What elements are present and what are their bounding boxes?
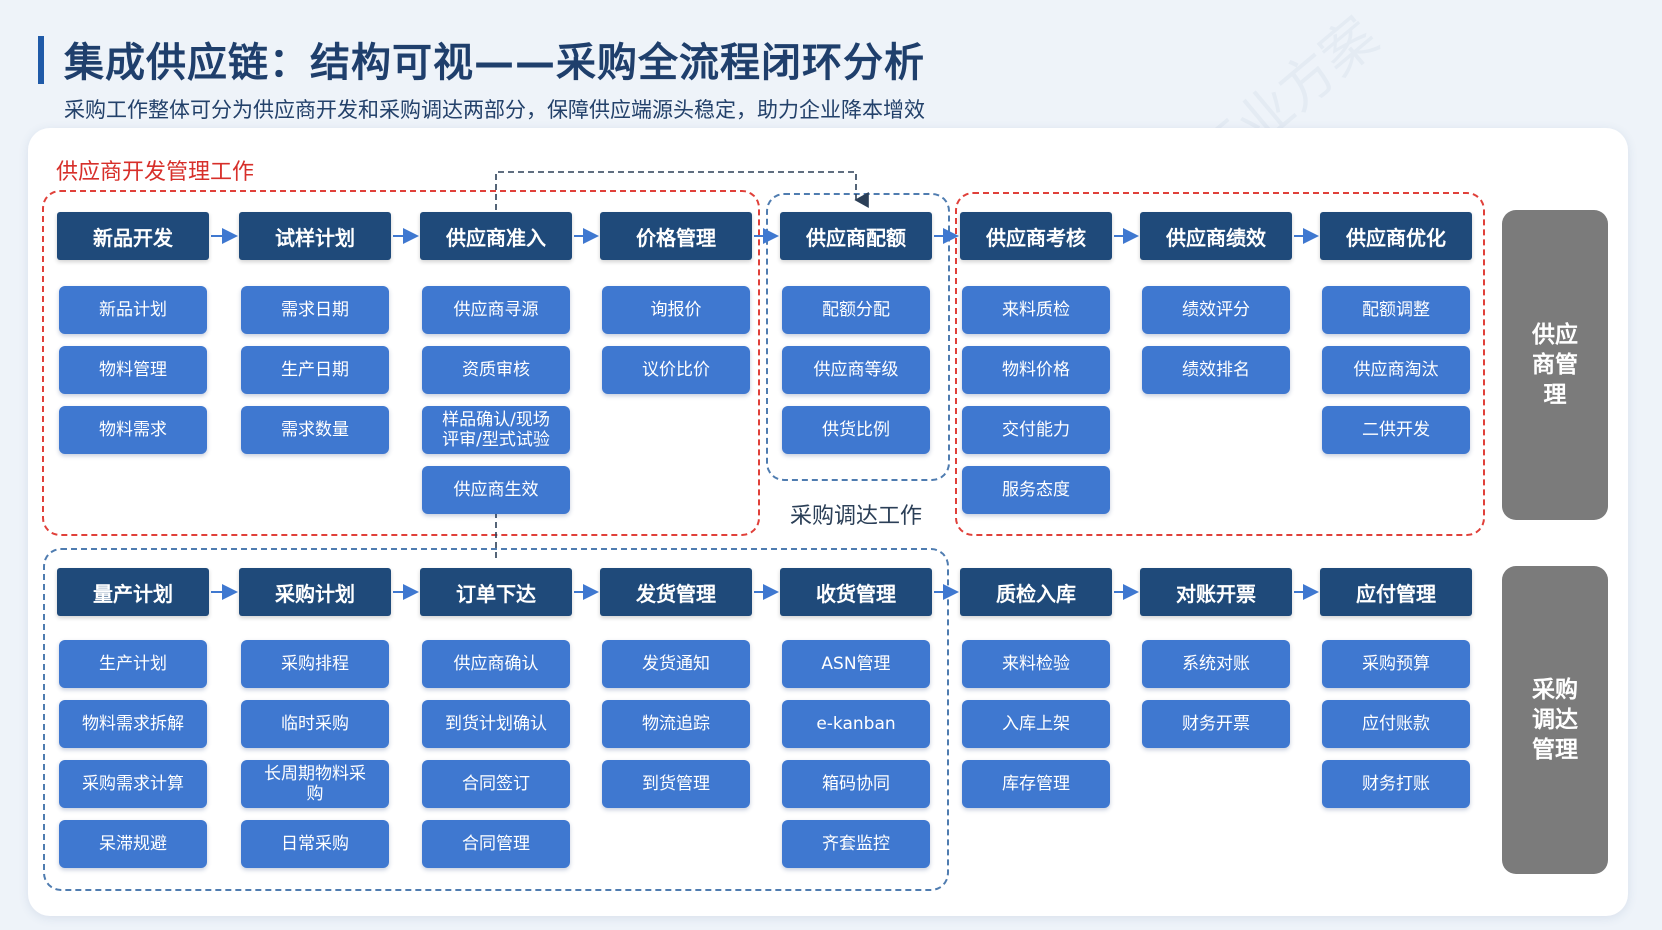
process-item: 长周期物料采 购 (241, 760, 389, 808)
process-item: 议价比价 (602, 346, 750, 394)
process-item: 资质审核 (422, 346, 570, 394)
process-item: 财务打账 (1322, 760, 1470, 808)
process-item: 系统对账 (1142, 640, 1290, 688)
process-head: 试样计划 (239, 212, 391, 260)
process-head: 供应商优化 (1320, 212, 1472, 260)
process-item: 采购需求计算 (59, 760, 207, 808)
process-item: 来料质检 (962, 286, 1110, 334)
process-item: 日常采购 (241, 820, 389, 868)
process-item: 来料检验 (962, 640, 1110, 688)
process-head: 价格管理 (600, 212, 752, 260)
process-item: 合同签订 (422, 760, 570, 808)
process-item: 供应商确认 (422, 640, 570, 688)
side-label-supplier-management: 供应 商管 理 (1502, 210, 1608, 520)
process-head: 发货管理 (600, 568, 752, 616)
process-item: 配额调整 (1322, 286, 1470, 334)
process-item: 样品确认/现场 评审/型式试验 (422, 406, 570, 454)
process-item: 临时采购 (241, 700, 389, 748)
process-item: 生产计划 (59, 640, 207, 688)
process-head: 供应商考核 (960, 212, 1112, 260)
process-item: 物料价格 (962, 346, 1110, 394)
process-item: 服务态度 (962, 466, 1110, 514)
process-item: 物流追踪 (602, 700, 750, 748)
process-head: 供应商准入 (420, 212, 572, 260)
page-title: 集成供应链：结构可视——采购全流程闭环分析 (64, 40, 925, 86)
process-item: 供应商寻源 (422, 286, 570, 334)
process-item: 绩效排名 (1142, 346, 1290, 394)
process-item: 到货管理 (602, 760, 750, 808)
process-head: 量产计划 (57, 568, 209, 616)
process-item: 交付能力 (962, 406, 1110, 454)
supplier-eval-region (955, 192, 1485, 536)
process-item: 配额分配 (782, 286, 930, 334)
process-item: 库存管理 (962, 760, 1110, 808)
page-subtitle: 采购工作整体可分为供应商开发和采购调达两部分，保障供应端源头稳定，助力企业降本增… (64, 98, 925, 122)
process-item: 物料需求 (59, 406, 207, 454)
process-item: 供应商生效 (422, 466, 570, 514)
process-head: 采购计划 (239, 568, 391, 616)
process-head: 供应商绩效 (1140, 212, 1292, 260)
process-item: 呆滞规避 (59, 820, 207, 868)
process-item: 询报价 (602, 286, 750, 334)
process-head: 供应商配额 (780, 212, 932, 260)
process-item: 到货计划确认 (422, 700, 570, 748)
supplier-dev-label: 供应商开发管理工作 (56, 160, 255, 185)
process-head: 对账开票 (1140, 568, 1292, 616)
process-item: 供应商淘汰 (1322, 346, 1470, 394)
process-item: 应付账款 (1322, 700, 1470, 748)
process-item: 生产日期 (241, 346, 389, 394)
side-label-procurement-management: 采购 调达 管理 (1502, 566, 1608, 874)
process-item: 入库上架 (962, 700, 1110, 748)
process-item: e-kanban (782, 700, 930, 748)
process-item: 二供开发 (1322, 406, 1470, 454)
title-accent-bar (38, 36, 44, 84)
process-head: 收货管理 (780, 568, 932, 616)
process-item: 财务开票 (1142, 700, 1290, 748)
process-item: 需求数量 (241, 406, 389, 454)
process-item: 采购预算 (1322, 640, 1470, 688)
process-head: 订单下达 (420, 568, 572, 616)
process-item: 新品计划 (59, 286, 207, 334)
process-item: 供应商等级 (782, 346, 930, 394)
process-head: 应付管理 (1320, 568, 1472, 616)
process-item: 采购排程 (241, 640, 389, 688)
process-item: ASN管理 (782, 640, 930, 688)
supplier-dev-region (42, 190, 760, 536)
process-item: 物料需求拆解 (59, 700, 207, 748)
process-item: 合同管理 (422, 820, 570, 868)
process-item: 需求日期 (241, 286, 389, 334)
process-item: 供货比例 (782, 406, 930, 454)
process-item: 绩效评分 (1142, 286, 1290, 334)
procurement-label: 采购调达工作 (790, 504, 923, 529)
process-item: 发货通知 (602, 640, 750, 688)
process-head: 质检入库 (960, 568, 1112, 616)
process-item: 物料管理 (59, 346, 207, 394)
process-head: 新品开发 (57, 212, 209, 260)
process-item: 箱码协同 (782, 760, 930, 808)
process-item: 齐套监控 (782, 820, 930, 868)
